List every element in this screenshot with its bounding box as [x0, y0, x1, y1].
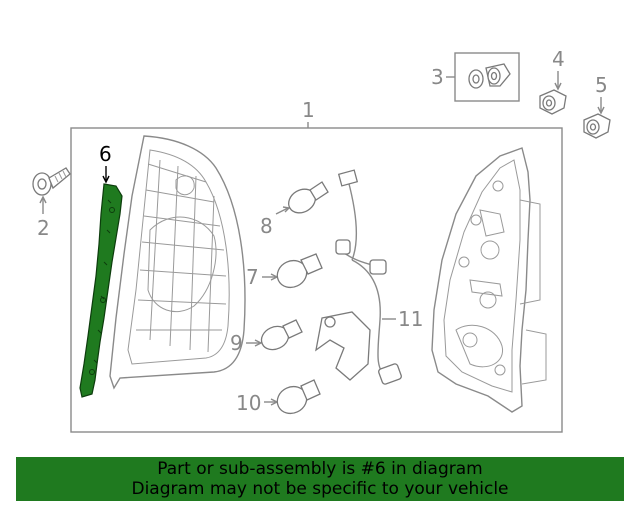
callout-6[interactable]: 6	[99, 142, 112, 166]
part-3-grommets	[468, 63, 511, 89]
part-6-bracket-highlighted[interactable]	[79, 183, 123, 398]
part-8-bulb	[288, 181, 329, 214]
part-9-bulb	[260, 319, 303, 351]
callout-5[interactable]: 5	[595, 73, 608, 97]
part-5-nut	[583, 113, 611, 139]
callout-11[interactable]: 11	[398, 307, 423, 331]
part-10-bulb	[276, 379, 321, 415]
assembly-frame	[70, 127, 563, 433]
part-4-nut	[539, 89, 567, 115]
part-3-box	[454, 52, 520, 102]
callout-10[interactable]: 10	[236, 391, 261, 415]
parts-diagram: 1 3 4 5 2 6	[32, 47, 611, 433]
caption-line-2: Diagram may not be specific to your vehi…	[131, 479, 509, 499]
callout-7[interactable]: 7	[246, 265, 259, 289]
callout-9[interactable]: 9	[230, 331, 243, 355]
caption-bar: Part or sub-assembly is #6 in diagram Di…	[16, 457, 624, 501]
caption-line-1: Part or sub-assembly is #6 in diagram	[157, 459, 483, 479]
tail-lamp-lens	[109, 135, 246, 390]
callout-8[interactable]: 8	[260, 214, 273, 238]
callout-3[interactable]: 3	[431, 65, 444, 89]
part-7-bulb	[276, 253, 323, 289]
part-11-wire-harness	[315, 169, 402, 385]
callout-1[interactable]: 1	[302, 98, 315, 122]
part-2-screw	[32, 167, 71, 196]
tail-lamp-housing	[431, 147, 547, 413]
callout-2[interactable]: 2	[37, 216, 50, 240]
callout-4[interactable]: 4	[552, 47, 565, 71]
